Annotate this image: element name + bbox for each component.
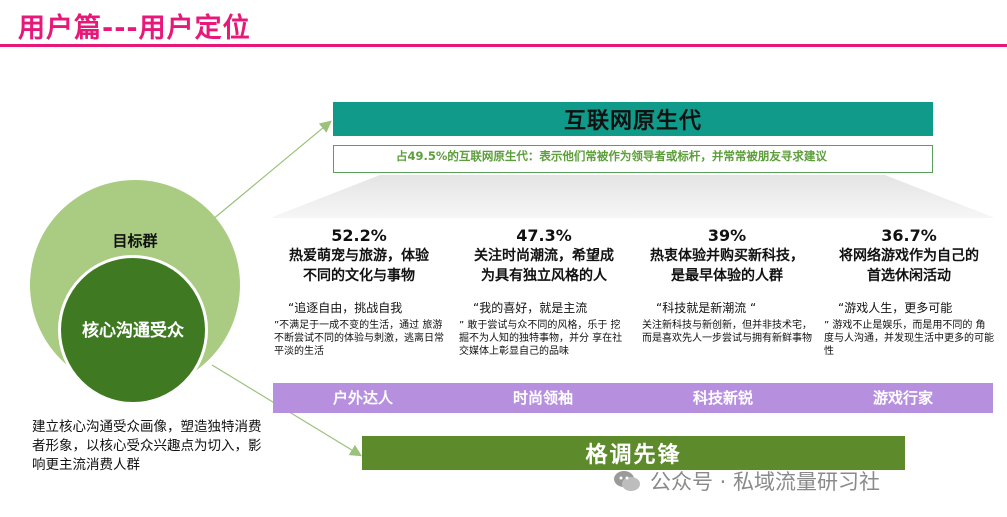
card-heading-line2: 首选休闲活动: [867, 268, 951, 284]
core-audience-label: 核心沟通受众: [82, 321, 184, 341]
card-gaming: 36.7% 将网络游戏作为自己的 首选休闲活动 “游戏人生，更多可能 ” 游戏不…: [820, 220, 998, 372]
tag-gaming: 游戏行家: [872, 389, 933, 407]
card-heading-line2: 不同的文化与事物: [303, 268, 415, 284]
watermark-text: 公众号 · 私域流量研习社: [650, 470, 881, 494]
card-heading-line2: 为具有独立风格的人: [481, 268, 607, 284]
wechat-icon: [614, 471, 640, 491]
card-body: ” 游戏不止是娱乐，而是用不同的 角度与人沟通，并发现生活中更多的可能性: [824, 320, 994, 357]
card-body: ” 敢于尝试与众不同的风格，乐于 挖掘不为人知的独特事物，并分 享在社交媒体上彰…: [459, 320, 623, 357]
card-percent: 52.2%: [331, 226, 387, 245]
title-underline: [0, 44, 1007, 47]
card-quote: “追逐自由，挑战自我: [288, 301, 403, 315]
card-body: 关注新科技与新创新，但并非技术宅，而是喜欢先人一步尝试与拥有新鲜事物: [642, 320, 812, 344]
fan-shape: [270, 175, 995, 218]
tag-fashion: 时尚领袖: [512, 389, 573, 407]
subtitle-box: 占49.5%的互联网原生代：表示他们常被作为领导者或标杆，并常常被朋友寻求建议: [333, 145, 933, 173]
card-tech: 39% 热衷体验并购买新科技， 是最早体验的人群 “科技就是新潮流 “ 关注新科…: [638, 220, 816, 372]
target-group-label: 目标群: [112, 232, 158, 250]
tag-bar: 户外达人 时尚领袖 科技新锐 游戏行家: [273, 383, 993, 413]
header-bar: 互联网原生代: [333, 102, 933, 136]
card-outdoor: 52.2% 热爱萌宠与旅游，体验 不同的文化与事物 “追逐自由，挑战自我 ”不满…: [270, 220, 448, 372]
card-percent: 36.7%: [881, 226, 937, 245]
page-title: 用户篇---用户定位: [18, 13, 251, 44]
card-quote: “游戏人生，更多可能: [838, 301, 953, 315]
watermark: 公众号 · 私域流量研习社: [612, 466, 880, 496]
card-heading-line1: 将网络游戏作为自己的: [839, 248, 979, 264]
card-quote: “科技就是新潮流 “: [656, 301, 757, 315]
description-text: 建立核心沟通受众画像，塑造独特消费者形象，以核心受众兴趣点为切入，影响更主流消费…: [32, 419, 262, 473]
card-heading-line1: 热衷体验并购买新科技，: [650, 248, 804, 264]
bottom-bar: 格调先锋: [362, 436, 905, 470]
tag-tech: 科技新锐: [692, 389, 753, 407]
card-quote: “我的喜好，就是主流: [473, 301, 588, 315]
arrow-up-line: [211, 120, 332, 221]
card-body: ”不满足于一成不变的生活，通过 旅游不断尝试不同的体验与刺激，逃离日常平淡的生活: [274, 320, 444, 357]
card-heading-line2: 是最早体验的人群: [671, 268, 783, 284]
card-heading-line1: 热爱萌宠与旅游，体验: [289, 248, 429, 264]
core-audience-circle: [58, 255, 208, 405]
card-fashion: 47.3% 关注时尚潮流，希望成 为具有独立风格的人 “我的喜好，就是主流 ” …: [455, 220, 633, 372]
card-heading-line1: 关注时尚潮流，希望成: [474, 248, 614, 264]
card-percent: 47.3%: [516, 226, 572, 245]
card-percent: 39%: [707, 226, 747, 245]
tag-outdoor: 户外达人: [332, 389, 393, 407]
